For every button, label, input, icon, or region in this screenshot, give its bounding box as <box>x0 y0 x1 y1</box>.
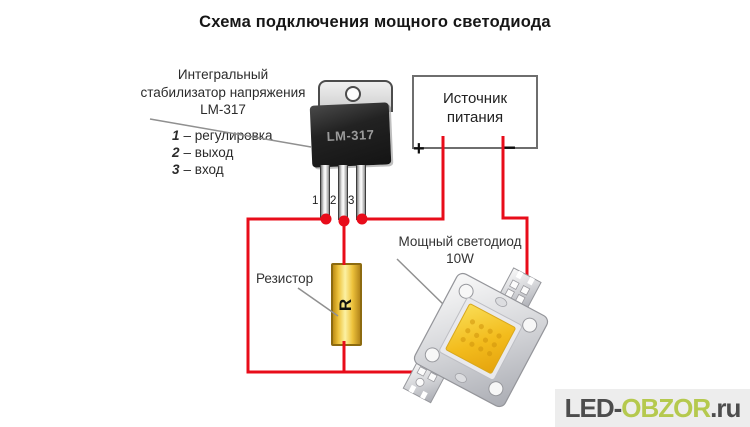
lm317-pin-number-2: 2 <box>330 195 337 207</box>
stabilizer-label-line2: стабилизатор напряжения <box>140 84 306 100</box>
pin-legend-desc-3: – вход <box>183 162 224 177</box>
pin-legend-number-1: 1 <box>172 128 180 143</box>
junction-dot-pin1 <box>320 213 332 225</box>
watermark-bar: LED-OBZOR.ru <box>555 389 750 427</box>
led-chip-dots <box>460 319 502 357</box>
wire-pin3-to-plus <box>362 136 445 221</box>
led-label-name: Мощный светодиод <box>398 234 522 249</box>
led-slot <box>454 373 467 383</box>
pin-legend-item-1: 1– регулировка <box>172 127 273 144</box>
pin-legend-item-2: 2– выход <box>172 144 273 161</box>
pin-legend: 1– регулировка 2– выход 3– вход <box>172 127 273 178</box>
watermark-suffix: .ru <box>710 392 741 423</box>
resistor-label: Резистор <box>256 271 314 286</box>
lm317-mounting-hole <box>345 86 361 102</box>
lm317-pin-number-3: 3 <box>348 195 355 207</box>
pin-legend-number-2: 2 <box>172 145 180 160</box>
pin-legend-desc-2: – выход <box>183 145 234 160</box>
tab-notch <box>527 276 535 286</box>
tab-notch <box>408 384 417 394</box>
junction-dot-pin3 <box>356 213 368 225</box>
led-emitter <box>445 303 516 374</box>
plus-terminal-label: + <box>413 138 425 160</box>
stabilizer-label: Интегральный стабилизатор напряжения LM-… <box>108 66 338 119</box>
stabilizer-callout-line <box>149 118 312 148</box>
pin-legend-item-3: 3– вход <box>172 161 273 178</box>
resistor-callout-line <box>297 287 339 317</box>
tab-notch <box>515 270 524 280</box>
lm317-pin-number-1: 1 <box>312 195 319 207</box>
watermark-prefix: LED- <box>564 392 623 423</box>
tab-notch <box>420 390 428 400</box>
led-module <box>402 267 549 408</box>
pin-legend-number-3: 3 <box>172 162 180 177</box>
stabilizer-label-line1: Интегральный <box>177 67 269 82</box>
power-source-label-line2: питания <box>446 109 504 126</box>
led-mounting-hole <box>522 317 538 333</box>
power-source-box: Источник питания <box>412 75 538 149</box>
led-slot <box>495 297 508 307</box>
stabilizer-label-line3: LM-317 <box>200 102 246 117</box>
pin-legend-desc-1: – регулировка <box>183 128 273 143</box>
led-mounting-hole <box>488 381 504 397</box>
led-label: Мощный светодиод 10W <box>370 233 550 267</box>
power-source-label-line1: Источник <box>442 90 508 107</box>
led-mounting-hole <box>458 283 474 299</box>
wire-pin1-to-led <box>246 217 428 374</box>
led-mounting-hole <box>424 347 440 363</box>
watermark-brand: OBZOR <box>621 392 711 423</box>
led-callout-line <box>396 258 445 306</box>
diagram-title: Схема подключения мощного светодиода <box>199 13 551 31</box>
led-label-power: 10W <box>446 251 474 266</box>
resistor-body: R <box>331 263 362 346</box>
minus-terminal-label: − <box>503 135 516 160</box>
junction-dot-pin2 <box>338 215 350 227</box>
wire-minus-to-led <box>501 136 529 276</box>
